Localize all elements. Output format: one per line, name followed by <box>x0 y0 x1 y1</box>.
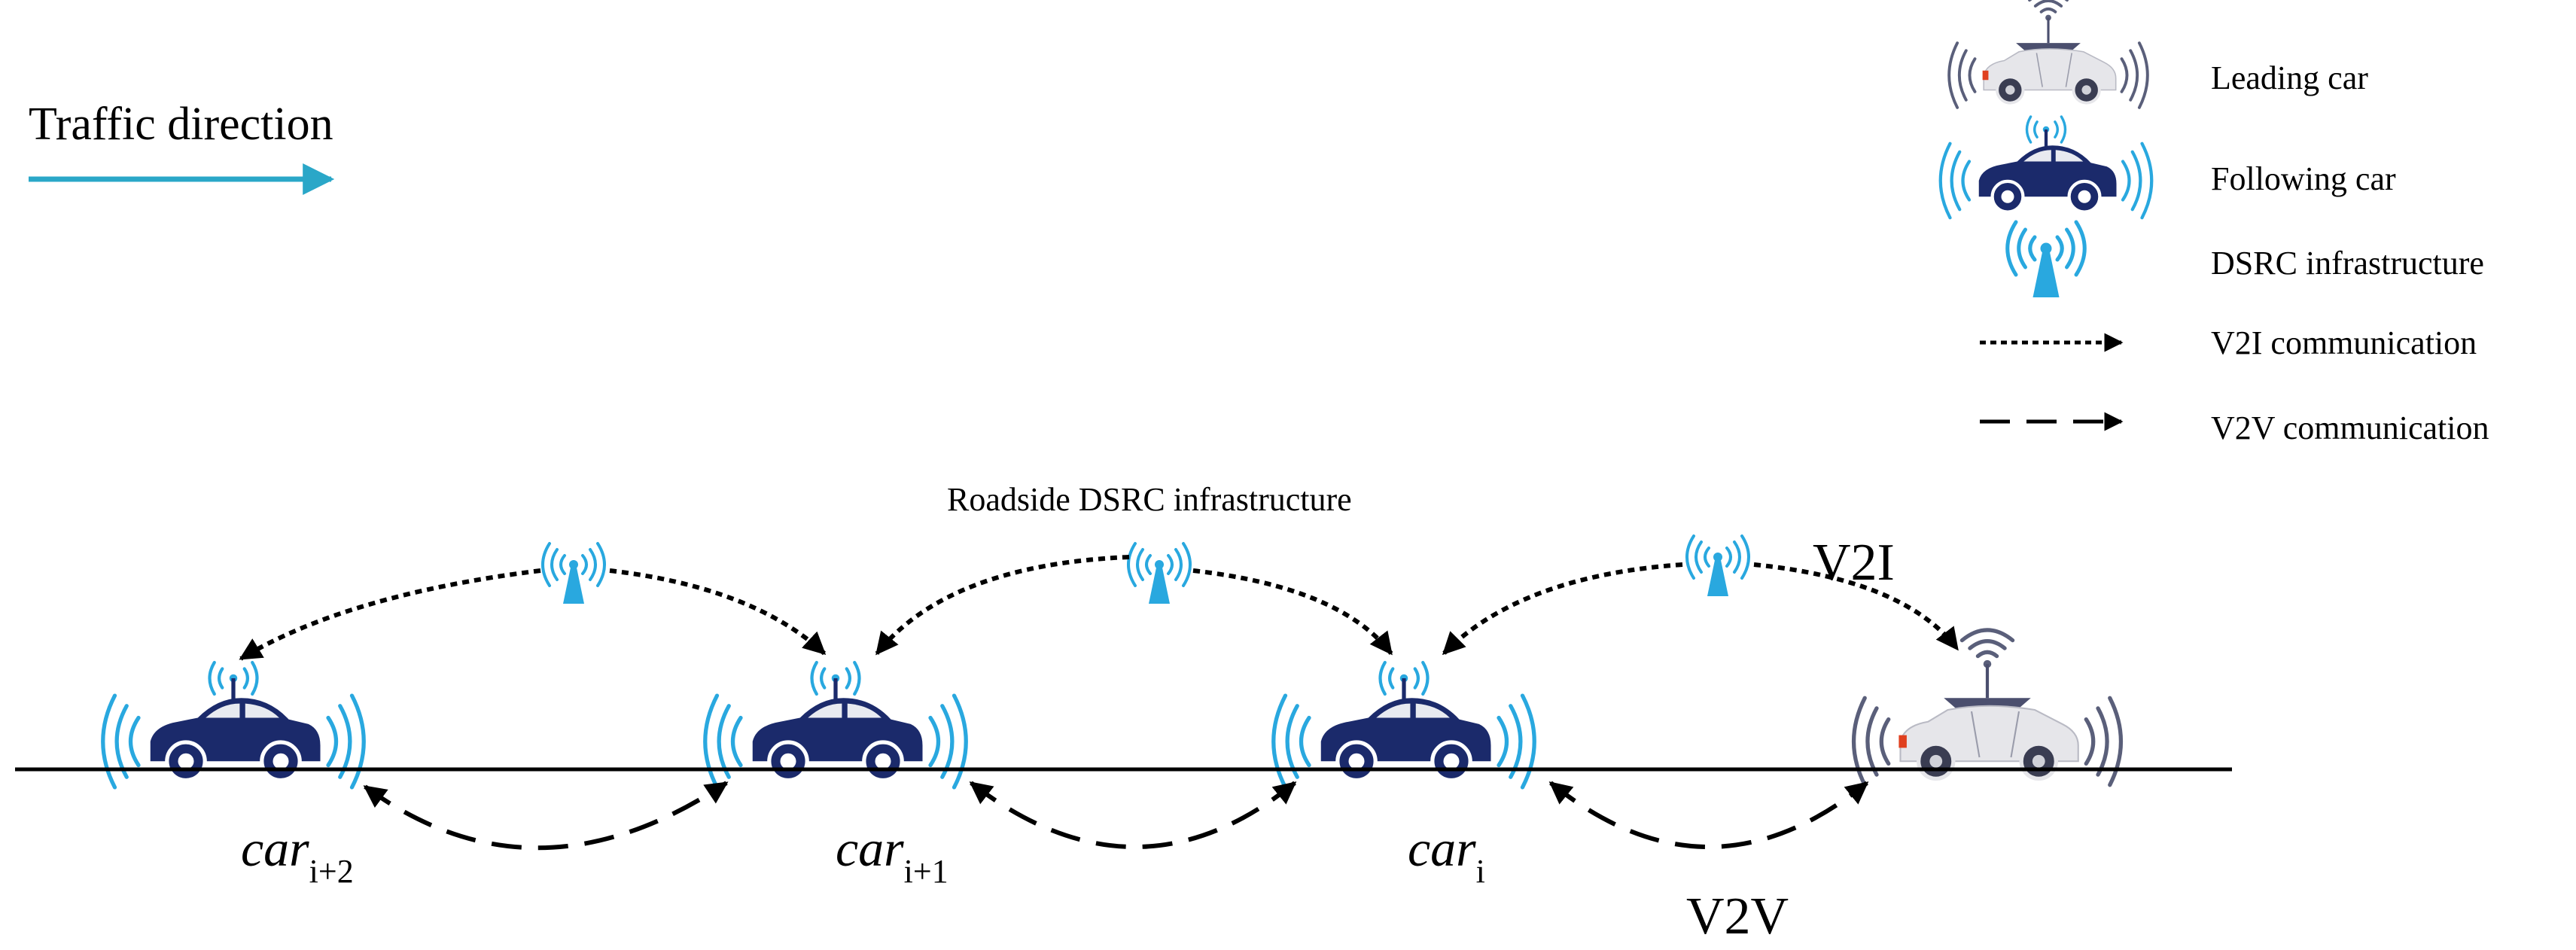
v2v-link-2 <box>969 781 1297 849</box>
v2i-link-6 <box>1753 562 1959 651</box>
legend-leading-car-icon <box>1947 0 2149 109</box>
legend-leading-label: Leading car <box>2211 59 2368 96</box>
legend-v2v-label: V2V communication <box>2211 410 2489 446</box>
leading-car <box>1854 630 2121 785</box>
v2v-label: V2V <box>1686 888 1789 945</box>
car-label-1-sub: i+2 <box>309 853 354 890</box>
car-label-1-base: car <box>241 820 309 877</box>
legend-v2i-label: V2I communication <box>2211 324 2477 361</box>
car-label-3: cari <box>1408 820 1485 890</box>
dsrc-unit-2 <box>1127 542 1192 605</box>
v2v-link-3 <box>1548 781 1869 849</box>
legend-dsrc-icon <box>2008 222 2085 297</box>
legend: Leading car Following car DSRC infrastru… <box>1941 0 2489 446</box>
car-label-3-sub: i <box>1476 853 1485 890</box>
legend-dsrc-label: DSRC infrastructure <box>2211 245 2484 282</box>
roadside-dsrc-label: Roadside DSRC infrastructure <box>947 481 1352 518</box>
legend-following-car-icon <box>1941 117 2152 218</box>
v2i-link-2 <box>609 568 827 656</box>
v2i-link-1 <box>239 568 541 661</box>
v2i-link-5 <box>1442 562 1683 656</box>
dsrc-unit-1 <box>541 542 606 605</box>
car-label-2: cari+1 <box>836 820 948 890</box>
car-label-2-sub: i+1 <box>904 853 948 890</box>
car-label-3-base: car <box>1408 820 1476 877</box>
traffic-direction: Traffic direction <box>29 99 335 195</box>
legend-following-label: Following car <box>2211 160 2396 197</box>
car-label-1: cari+2 <box>241 820 354 890</box>
v2v-link-1 <box>363 781 729 851</box>
v2i-link-4 <box>1192 568 1393 656</box>
dsrc-unit-3 <box>1685 534 1750 598</box>
v2v-links <box>363 781 1869 851</box>
traffic-direction-label: Traffic direction <box>29 99 333 150</box>
v2i-links <box>239 555 1959 661</box>
v2i-link-3 <box>875 555 1130 656</box>
car-label-2-base: car <box>836 820 904 877</box>
